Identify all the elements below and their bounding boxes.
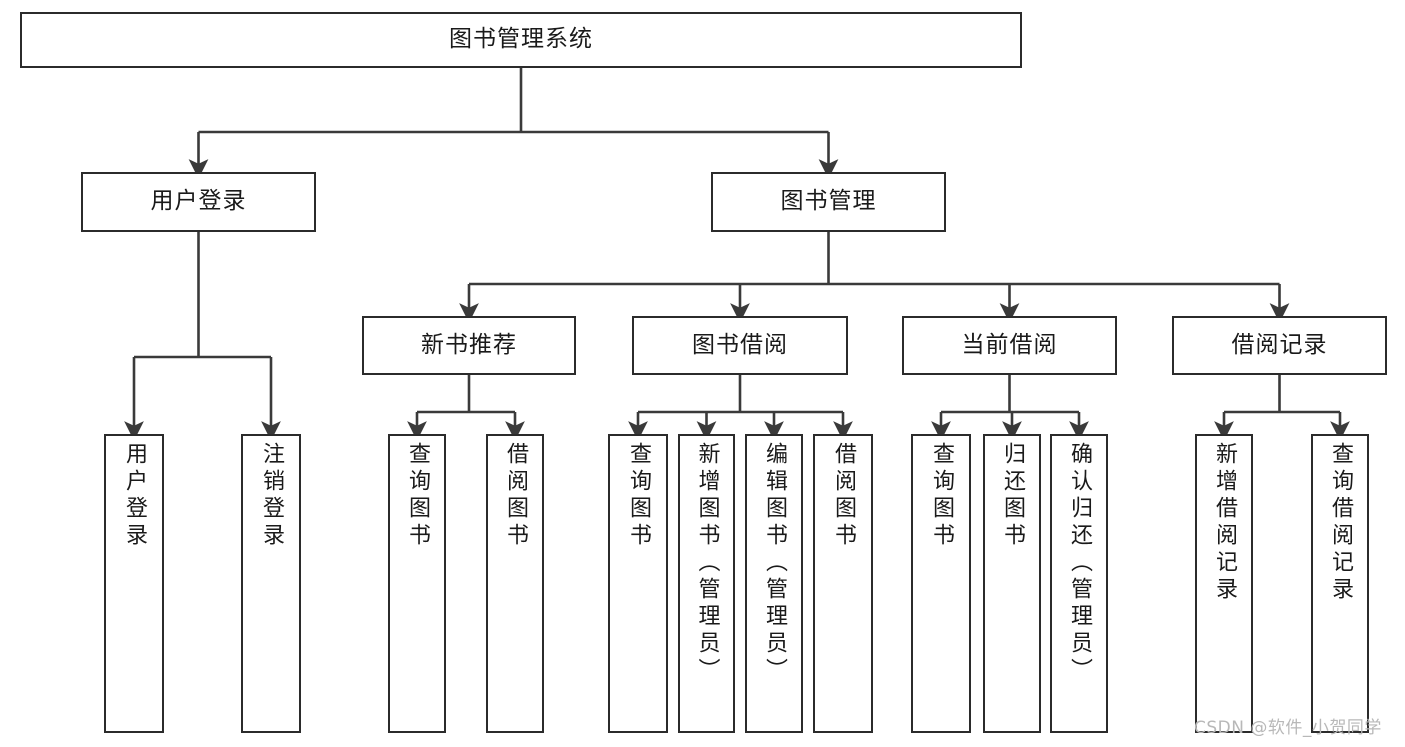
node-label-leaf-user-login: 用户登录 xyxy=(122,442,147,550)
node-label-borrow-record: 借阅记录 xyxy=(1231,331,1328,358)
node-leaf-br-query[interactable]: 查询借阅记录 xyxy=(1311,434,1369,733)
node-label-leaf-br-query: 查询借阅记录 xyxy=(1328,442,1353,604)
node-label-leaf-bb-add: 新增图书（管理员） xyxy=(694,442,720,685)
node-label-leaf-bb-query: 查询图书 xyxy=(626,442,651,550)
node-book-manage[interactable]: 图书管理 xyxy=(711,172,946,232)
node-label-leaf-cb-confirm: 确认归还（管理员） xyxy=(1067,442,1092,685)
node-label-leaf-bb-edit: 编辑图书（管理员） xyxy=(762,442,787,685)
node-label-root: 图书管理系统 xyxy=(449,26,593,53)
node-leaf-br-add[interactable]: 新增借阅记录 xyxy=(1195,434,1253,733)
node-leaf-bb-borrow[interactable]: 借阅图书 xyxy=(813,434,873,733)
watermark-label: CSDN @软件_小贺同学 xyxy=(1194,718,1382,738)
node-current-borrow[interactable]: 当前借阅 xyxy=(902,316,1117,375)
node-label-leaf-rec-borrow: 借阅图书 xyxy=(503,442,528,550)
node-leaf-user-login[interactable]: 用户登录 xyxy=(104,434,164,733)
node-label-book-borrow: 图书借阅 xyxy=(692,331,788,358)
edge-paths xyxy=(124,68,1350,441)
node-leaf-bb-query[interactable]: 查询图书 xyxy=(608,434,668,733)
node-label-book-manage: 图书管理 xyxy=(780,188,877,215)
node-leaf-cb-query[interactable]: 查询图书 xyxy=(911,434,971,733)
node-label-leaf-user-logout: 注销登录 xyxy=(259,442,284,550)
node-leaf-user-logout[interactable]: 注销登录 xyxy=(241,434,301,733)
node-leaf-bb-edit[interactable]: 编辑图书（管理员） xyxy=(745,434,803,733)
node-root[interactable]: 图书管理系统 xyxy=(20,12,1022,68)
node-label-leaf-rec-query: 查询图书 xyxy=(405,442,430,550)
node-leaf-rec-borrow[interactable]: 借阅图书 xyxy=(486,434,544,733)
node-user-login[interactable]: 用户登录 xyxy=(81,172,316,232)
node-leaf-rec-query[interactable]: 查询图书 xyxy=(388,434,446,733)
node-new-book-rec[interactable]: 新书推荐 xyxy=(362,316,576,375)
node-label-current-borrow: 当前借阅 xyxy=(961,331,1058,358)
node-label-new-book-rec: 新书推荐 xyxy=(421,331,517,358)
node-label-user-login: 用户登录 xyxy=(150,188,247,215)
node-borrow-record[interactable]: 借阅记录 xyxy=(1172,316,1387,375)
node-label-leaf-br-add: 新增借阅记录 xyxy=(1212,442,1237,604)
node-leaf-cb-return[interactable]: 归还图书 xyxy=(983,434,1041,733)
node-label-leaf-cb-return: 归还图书 xyxy=(1000,442,1025,550)
node-label-leaf-cb-query: 查询图书 xyxy=(929,442,954,550)
node-label-leaf-bb-borrow: 借阅图书 xyxy=(831,442,856,550)
node-book-borrow[interactable]: 图书借阅 xyxy=(632,316,848,375)
node-leaf-cb-confirm[interactable]: 确认归还（管理员） xyxy=(1050,434,1108,733)
node-leaf-bb-add[interactable]: 新增图书（管理员） xyxy=(678,434,735,733)
